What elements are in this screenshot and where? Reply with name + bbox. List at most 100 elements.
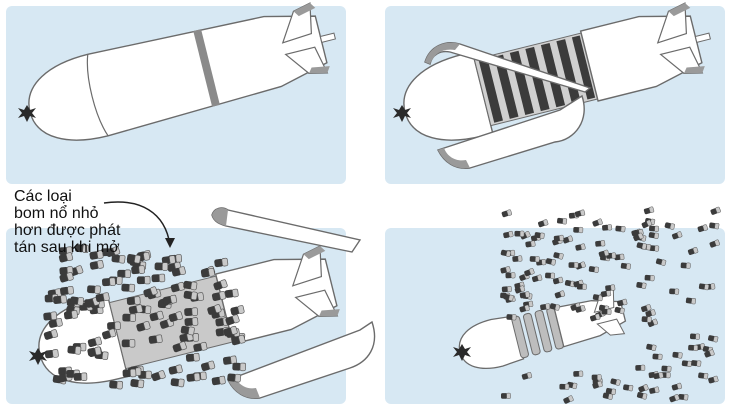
bomblet-icon xyxy=(553,252,564,260)
bomblet-icon xyxy=(554,290,566,299)
bomblet-icon xyxy=(592,294,604,302)
bomblet-icon xyxy=(602,392,614,400)
bomblet-icon xyxy=(615,225,626,233)
bomblet-icon xyxy=(154,262,169,271)
bomblet-icon xyxy=(73,372,88,381)
bomblet-icon xyxy=(641,304,652,313)
bomblet-icon xyxy=(605,387,617,395)
bomblet-icon xyxy=(610,378,621,386)
bomblet-icon xyxy=(500,249,512,257)
bomblet-icon xyxy=(501,209,513,218)
bomblet-icon xyxy=(534,232,545,239)
bomblet-icon xyxy=(671,382,683,391)
bomblet-icon xyxy=(553,234,564,242)
bomblet-icon xyxy=(641,316,652,323)
bomblet-icon xyxy=(200,267,215,278)
bomblet-icon xyxy=(168,311,183,322)
bomblet-icon xyxy=(556,217,568,225)
bomblet-icon xyxy=(708,375,719,384)
bomblet-icon xyxy=(672,351,683,359)
caption: Các loại bom nổ nhỏ hơn được phát tán sa… xyxy=(14,188,184,256)
bomblet-icon xyxy=(43,329,59,340)
bomblet-icon xyxy=(53,294,67,304)
bomblet-icon xyxy=(171,266,186,277)
bomblet-icon xyxy=(664,222,675,230)
bomblet-icon xyxy=(661,365,672,373)
bomblet-icon xyxy=(688,344,699,352)
bomblet-icon xyxy=(590,313,601,322)
bomblet-icon xyxy=(136,275,151,285)
bomblet-icon xyxy=(89,260,104,270)
bomblet-icon xyxy=(193,341,208,352)
bomb-intact xyxy=(28,1,337,141)
bomblet-icon xyxy=(573,370,584,377)
bomblet-icon xyxy=(186,372,201,382)
bomblet-icon xyxy=(222,355,237,365)
bomblet-icon xyxy=(506,314,517,321)
bomblet-icon xyxy=(70,296,85,306)
bomblet-icon xyxy=(501,392,511,399)
bomblet-icon xyxy=(614,306,625,315)
bomblet-icon xyxy=(149,310,164,322)
bomblets-field xyxy=(500,206,721,404)
bomblet-icon xyxy=(231,334,246,346)
bomblet-icon xyxy=(232,362,247,372)
bomblet-icon xyxy=(184,307,198,316)
bomblet-icon xyxy=(148,334,163,344)
bomblet-icon xyxy=(669,394,680,403)
bomblet-icon xyxy=(649,225,660,232)
bomblet-icon xyxy=(60,285,74,296)
bomblet-icon xyxy=(636,242,647,250)
bomblet-icon xyxy=(704,349,715,358)
bomblet-icon xyxy=(117,269,131,278)
bomblet-icon xyxy=(519,304,530,313)
bomblet-icon xyxy=(151,370,166,382)
bomblet-icon xyxy=(549,303,561,311)
bomblet-icon xyxy=(645,309,656,317)
bomblet-icon xyxy=(562,235,574,244)
bomblet-icon xyxy=(552,276,564,285)
bomblet-icon xyxy=(545,258,557,266)
bomblet-icon xyxy=(568,262,579,269)
bomblet-icon xyxy=(185,352,200,362)
bomblet-icon xyxy=(538,219,549,228)
bomblet-icon xyxy=(605,284,616,292)
bomblet-icon xyxy=(505,272,516,279)
bomblet-icon xyxy=(575,243,586,251)
bomblet-icon xyxy=(85,296,100,308)
bomblet-icon xyxy=(180,325,195,336)
bomblet-icon xyxy=(521,372,533,380)
bomb-dispersed xyxy=(458,288,627,369)
bomblet-icon xyxy=(649,386,660,394)
bomblet-icon xyxy=(685,297,696,305)
bomblet-icon xyxy=(687,247,699,255)
bomblet-icon xyxy=(643,206,655,215)
bomblet-icon xyxy=(646,343,657,351)
bomblet-icon xyxy=(122,368,137,378)
bomblet-icon xyxy=(172,341,187,353)
bomblet-icon xyxy=(689,333,700,340)
bomblet-icon xyxy=(501,285,512,293)
bomblet-icon xyxy=(592,380,603,389)
bomblet-icon xyxy=(183,290,198,301)
bomblet-icon xyxy=(105,246,121,257)
bomblet-icon xyxy=(602,224,613,231)
bomblet-icon xyxy=(595,240,606,247)
bomblet-icon xyxy=(101,328,117,340)
bomblet-icon xyxy=(563,395,574,404)
bomblet-icon xyxy=(87,285,101,294)
bomblet-icon xyxy=(691,360,702,367)
bomblet-icon xyxy=(63,310,78,320)
bomblet-icon xyxy=(574,209,586,218)
bomblet-icon xyxy=(638,384,649,393)
bomblet-icon xyxy=(126,296,141,305)
bomblet-icon xyxy=(211,375,226,386)
bomblet-icon xyxy=(207,304,222,315)
bomblet-icon xyxy=(636,392,648,400)
bomblet-icon xyxy=(559,383,570,390)
bomblet-icon xyxy=(588,266,599,273)
bomblet-icon xyxy=(143,286,158,298)
bomblet-icon xyxy=(591,374,602,381)
bomblet-icon xyxy=(698,372,709,380)
